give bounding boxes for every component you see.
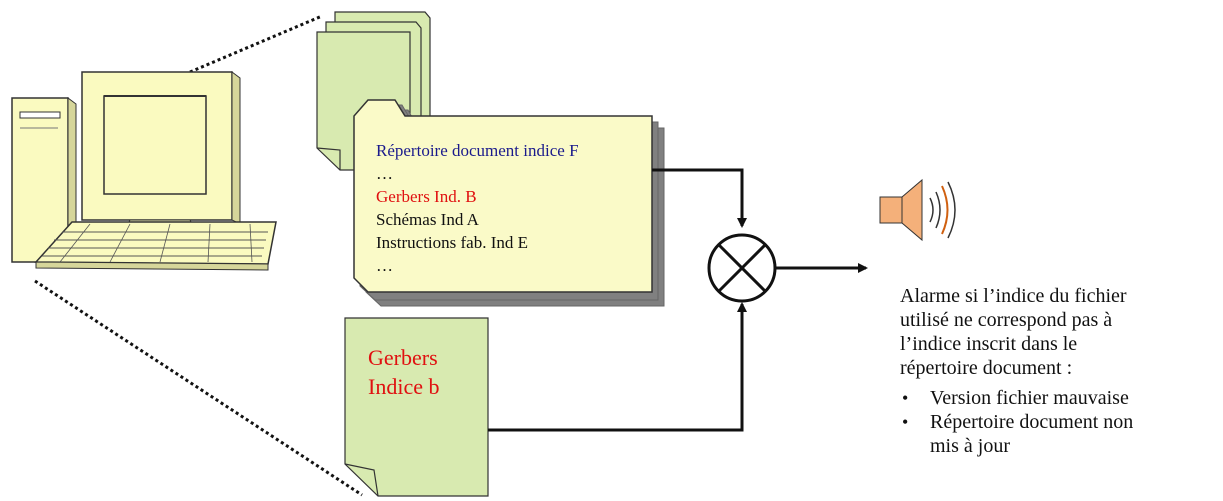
document-icon [344, 317, 489, 497]
folder-connector [652, 168, 747, 228]
folder-line-instructions: Instructions fab. Ind E [376, 233, 529, 252]
alarm-intro-line: l’indice inscrit dans le [900, 333, 1078, 355]
folder-line-ellipsis: … [376, 164, 393, 183]
alarm-bullet-list: Version fichier mauvaise Répertoire docu… [900, 386, 1133, 458]
alarm-intro-line: Alarme si l’indice du fichier [900, 285, 1127, 307]
alarm-intro-line: utilisé ne correspond pas à [900, 309, 1113, 331]
zoom-line-top [189, 14, 323, 74]
folder-line-ellipsis-end: … [376, 256, 393, 275]
document-connector [488, 302, 747, 432]
zoom-line-bottom [34, 279, 363, 497]
speaker-icon [879, 178, 956, 242]
alarm-bullet-text: Répertoire document non [930, 411, 1134, 433]
alarm-bullet-item: Version fichier mauvaise [900, 386, 1133, 410]
folder-line-title: Répertoire document indice F [376, 141, 579, 160]
folder-line-schemas: Schémas Ind A [376, 210, 479, 229]
alarm-bullet-continuation: mis à jour [930, 435, 1010, 457]
folder-line-gerbers: Gerbers Ind. B [376, 187, 477, 206]
alarm-intro-line: répertoire document : [900, 357, 1073, 379]
folder-icon [353, 99, 665, 307]
gerbers-doc-line2: Indice b [368, 374, 440, 399]
alarm-description: Alarme si l’indice du fichier utilisé ne… [900, 284, 1133, 458]
computer-icon [11, 71, 277, 271]
gerbers-doc-label: Gerbers Indice b [368, 343, 439, 401]
comparator-icon [707, 233, 777, 303]
gerbers-doc-line1: Gerbers [368, 345, 438, 370]
